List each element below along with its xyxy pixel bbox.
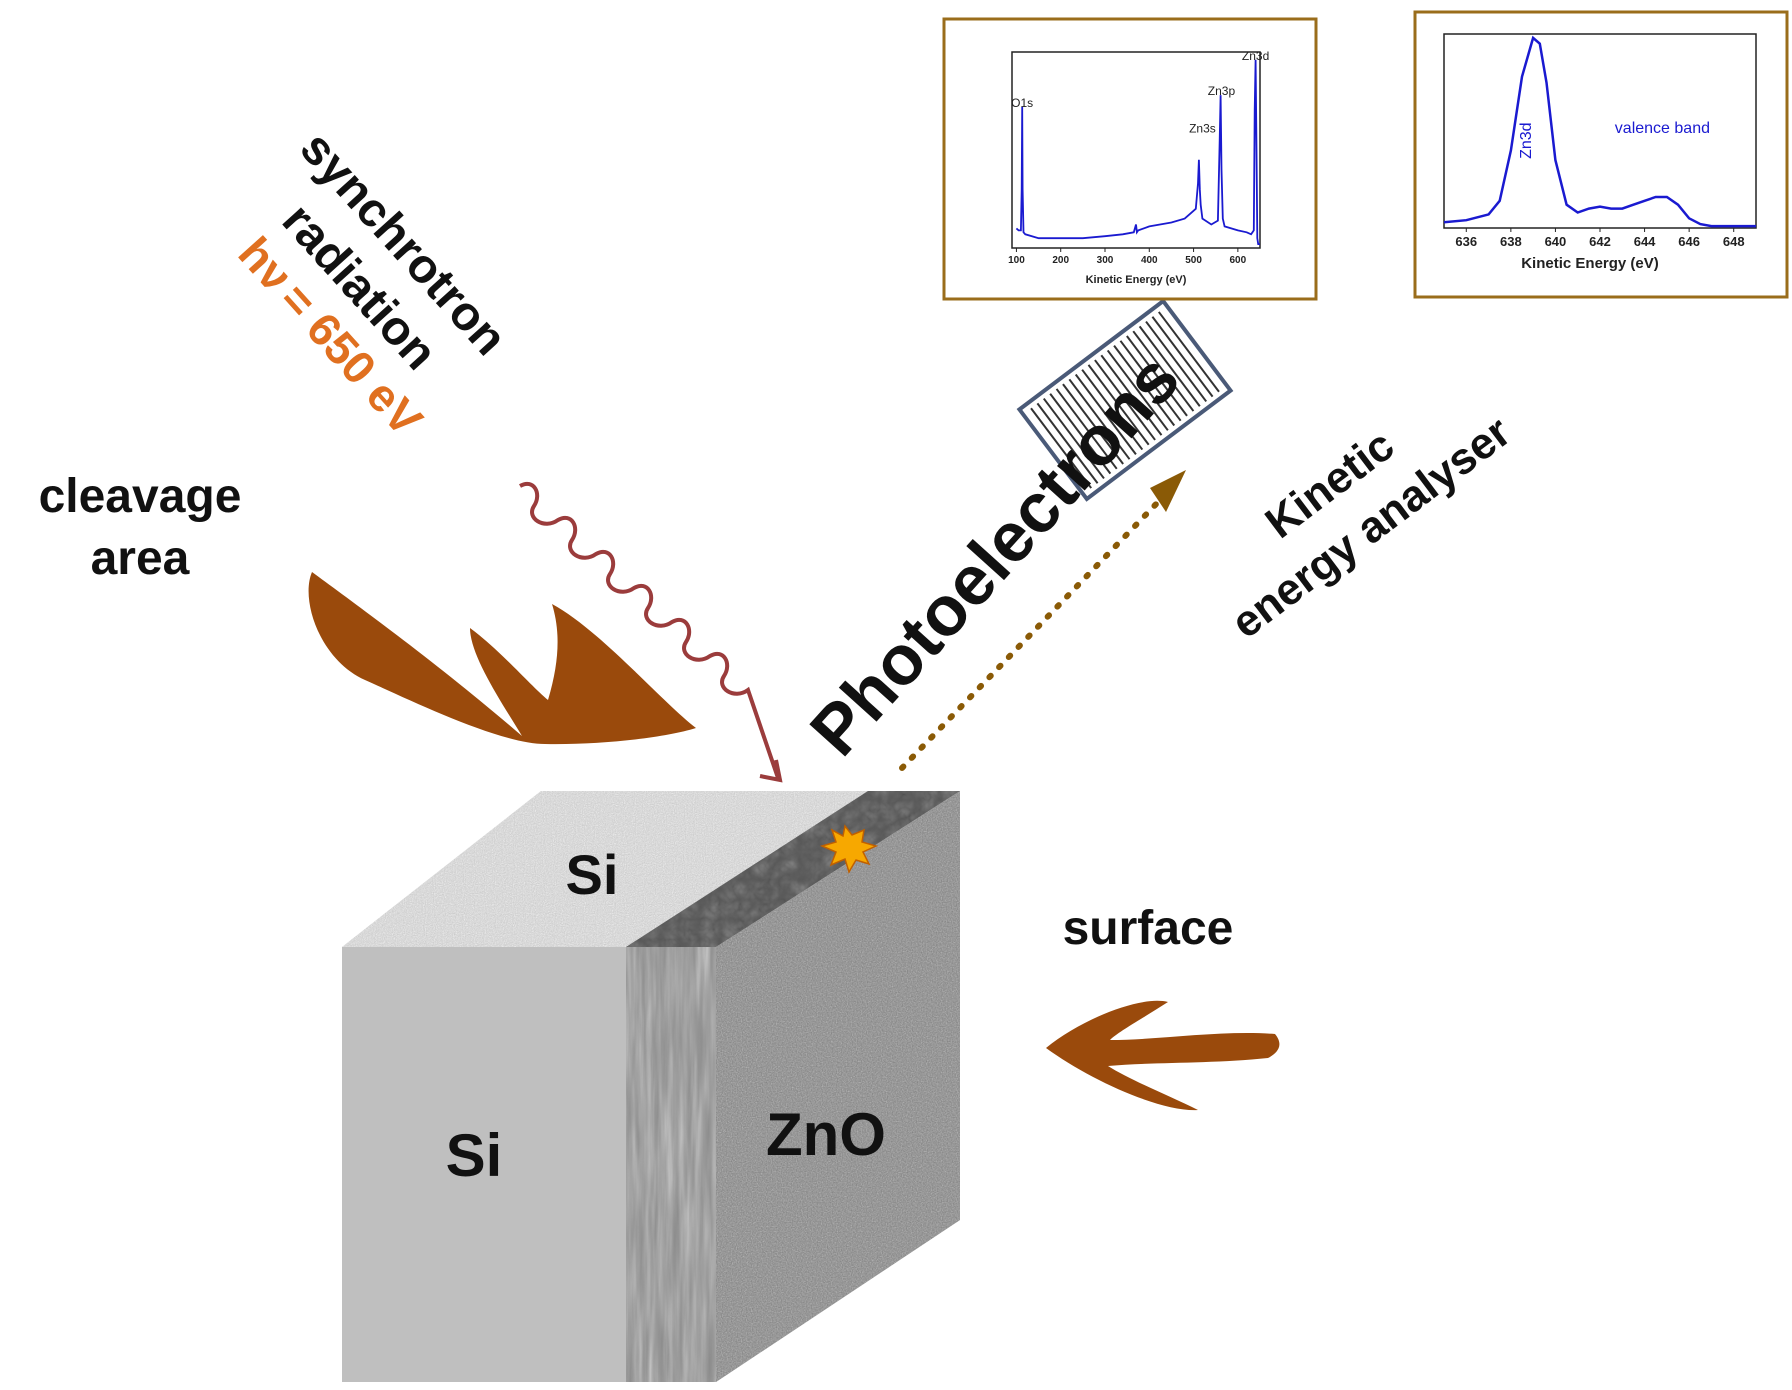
- si-top-label: Si: [566, 843, 619, 906]
- x-tick-label: 648: [1723, 234, 1745, 249]
- valence-series-line: [1443, 35, 1756, 228]
- peak-label: Zn3p: [1208, 84, 1236, 98]
- x-tick-label: 100: [1008, 255, 1025, 266]
- survey-x-label: Kinetic Energy (eV): [1086, 274, 1187, 286]
- x-tick-label: 644: [1634, 234, 1656, 249]
- peak-label: Zn3s: [1189, 121, 1216, 135]
- si-front-face: [342, 947, 626, 1382]
- x-tick-label: 636: [1455, 234, 1477, 249]
- peak-label: O1s: [1011, 96, 1033, 110]
- survey-x-axis: 100 200 300 400 500 600: [1008, 248, 1247, 266]
- survey-series-line: [1015, 59, 1260, 246]
- grating-icon: [1016, 298, 1234, 502]
- x-tick-label: 638: [1500, 234, 1522, 249]
- si-front-label: Si: [446, 1122, 503, 1189]
- x-tick-label: 600: [1230, 255, 1247, 266]
- peak-label: valence band: [1615, 120, 1710, 137]
- photoelectron-arrowhead: [1150, 470, 1186, 512]
- x-tick-label: 642: [1589, 234, 1611, 249]
- valence-x-label: Kinetic Energy (eV): [1521, 255, 1659, 272]
- x-tick-label: 400: [1141, 255, 1158, 266]
- x-tick-label: 500: [1185, 255, 1202, 266]
- x-tick-label: 640: [1545, 234, 1567, 249]
- valence-x-axis: 636 638 640 642 644 646 648: [1455, 228, 1745, 249]
- surface-label: surface: [1063, 902, 1234, 955]
- x-tick-label: 300: [1097, 255, 1114, 266]
- surface-arrow: [1046, 1000, 1280, 1111]
- cleavage-label-line2: area: [91, 532, 190, 585]
- synchrotron-beam: [519, 482, 780, 779]
- starburst-icon: [819, 824, 879, 874]
- zno-label: ZnO: [766, 1101, 886, 1168]
- x-tick-label: 646: [1678, 234, 1700, 249]
- photoelectron-path: [899, 497, 1163, 771]
- zno-nanorod-section: [626, 947, 716, 1382]
- beam-arrowhead: [759, 759, 783, 783]
- survey-plot-area: [1011, 51, 1261, 249]
- photoelectrons-label: Photoelectrons: [795, 339, 1194, 770]
- sample-block: [342, 791, 960, 1382]
- peak-label: Zn3d: [1518, 122, 1535, 158]
- cleavage-label-line1: cleavage: [39, 470, 242, 523]
- cleavage-arrow: [308, 572, 696, 745]
- x-tick-label: 200: [1052, 255, 1069, 266]
- peak-label: Zn3d: [1242, 49, 1269, 63]
- valence-peak-labels: Zn3d valence band: [1518, 120, 1710, 159]
- valence-spectrum-panel: 636 638 640 642 644 646 648 Zn3d valence band K…: [1413, 10, 1789, 299]
